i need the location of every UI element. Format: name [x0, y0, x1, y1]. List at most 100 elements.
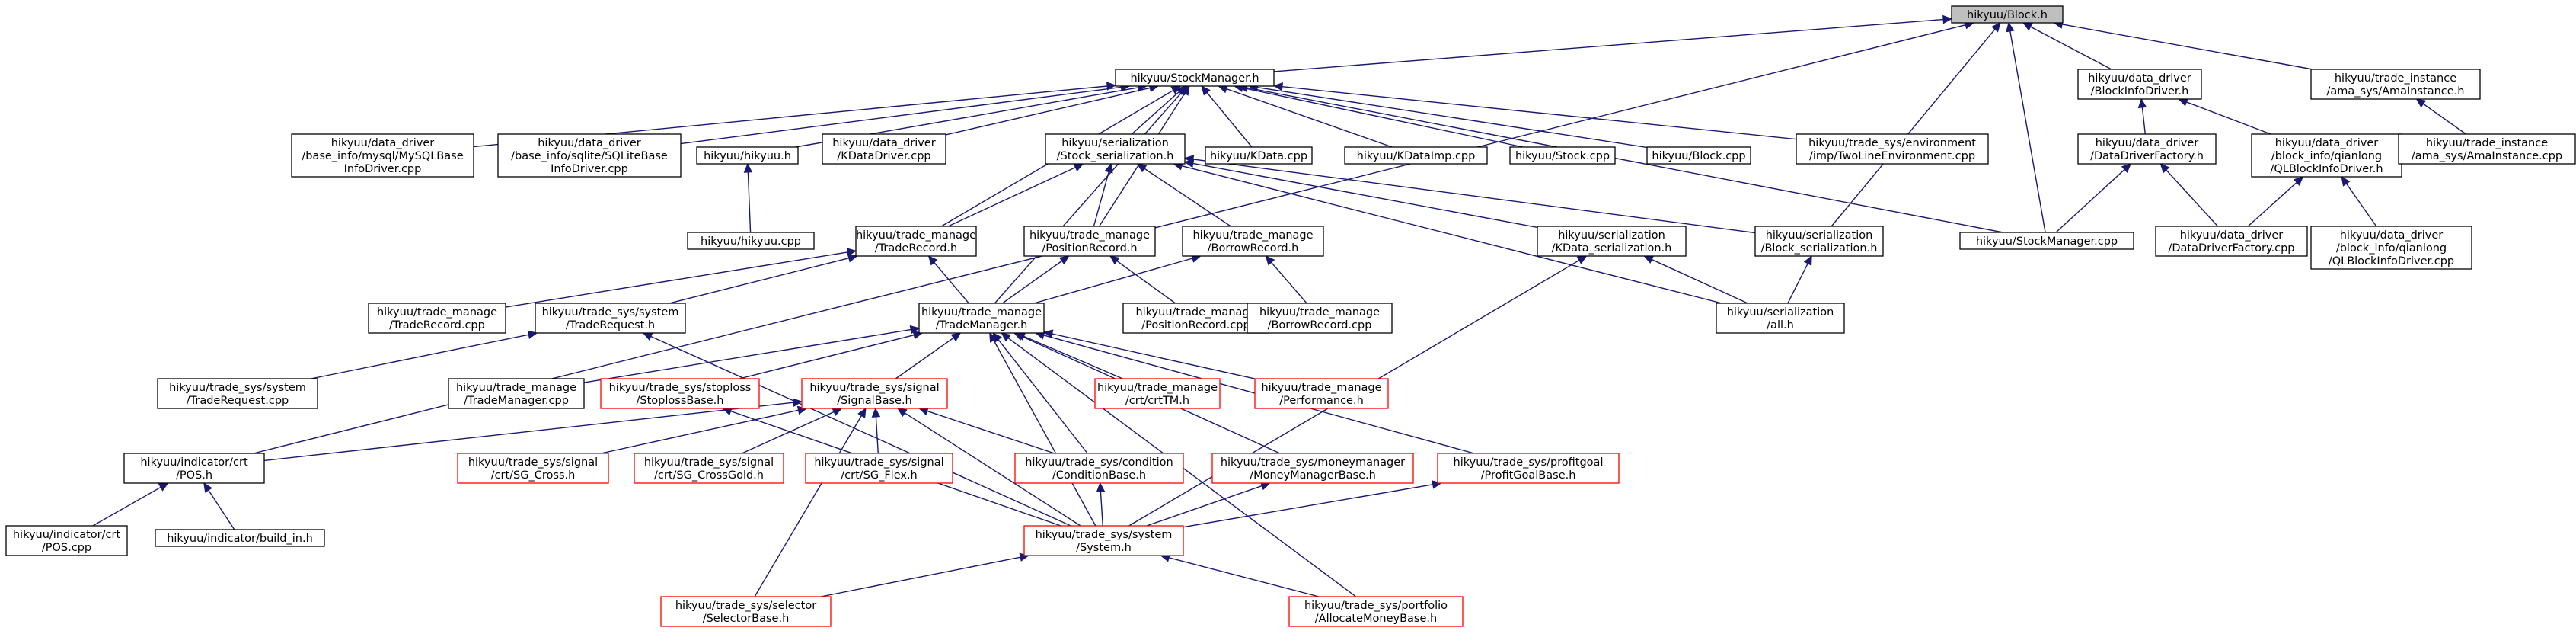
node-trademanager-h[interactable]: hikyuu/trade_manage/TradeManager.h: [918, 303, 1045, 334]
node-traderecord-h[interactable]: hikyuu/trade_manage/TradeRecord.h: [855, 226, 977, 257]
edge-arrowhead: [1106, 82, 1117, 91]
node-box: [1537, 226, 1687, 257]
node-block-serialization-h[interactable]: hikyuu/serialization/Block_serialization…: [1754, 226, 1884, 257]
node-box: [1115, 69, 1275, 87]
node-kdata-cpp[interactable]: hikyuu/KData.cpp: [1205, 146, 1313, 165]
node-box: [2077, 69, 2202, 100]
node-label-line: /block_info/qianlong: [2336, 242, 2447, 255]
node-sqlitebase-cpp[interactable]: hikyuu/data_driver/base_info/sqlite/SQLi…: [497, 133, 682, 178]
edge-arrowhead: [2415, 98, 2427, 108]
node-borrowrecord-h[interactable]: hikyuu/trade_manage/BorrowRecord.h: [1182, 226, 1324, 257]
edge-trademanager_h-to-traderecord_h: [934, 261, 969, 304]
node-mysqlbase-cpp[interactable]: hikyuu/data_driver/base_info/mysql/MySQL…: [291, 133, 474, 178]
node-twoline-cpp[interactable]: hikyuu/trade_sys/environment/imp/TwoLine…: [1796, 133, 1989, 165]
node-borrowrecord-cpp[interactable]: hikyuu/trade_manage/BorrowRecord.cpp: [1247, 303, 1393, 334]
node-box: [157, 378, 318, 409]
node-stock-cpp[interactable]: hikyuu/Stock.cpp: [1509, 146, 1616, 165]
node-box: [535, 303, 686, 334]
node-box: [634, 453, 784, 484]
node-stock-serialization-h[interactable]: hikyuu/serialization/Stock_serialization…: [1045, 133, 1186, 165]
node-kdata-serialization-h[interactable]: hikyuu/serialization/KData_serialization…: [1537, 226, 1687, 257]
node-label-line: hikyuu/Block.cpp: [1652, 150, 1745, 162]
node-box: [5, 525, 128, 556]
node-all-h[interactable]: hikyuu/serialization/all.h: [1716, 303, 1845, 334]
node-label-line: hikyuu/trade_sys/moneymanager: [1221, 456, 1405, 469]
edge-all_h-to-block_serialization_h: [1787, 263, 1808, 304]
node-label-line: hikyuu/trade_sys/condition: [1025, 456, 1173, 469]
node-box: [918, 303, 1045, 334]
node-box: [1796, 133, 1989, 165]
node-positionrecord-h[interactable]: hikyuu/trade_manage/PositionRecord.h: [1023, 226, 1156, 257]
edge-traderequest_h-to-traderecord_h: [669, 258, 849, 304]
edge-arrowhead: [1104, 162, 1113, 174]
node-blockinfodriver-h[interactable]: hikyuu/data_driver/BlockInfoDriver.h: [2077, 69, 2202, 100]
node-hikyuu-cpp[interactable]: hikyuu/hikyuu.cpp: [687, 232, 815, 250]
node-label-line: /all.h: [1767, 319, 1794, 331]
node-profitgoalbase-h[interactable]: hikyuu/trade_sys/profitgoal/ProfitGoalBa…: [1437, 453, 1620, 484]
node-label-line: hikyuu/trade_sys/signal: [809, 382, 939, 394]
node-kdatadriver-cpp[interactable]: hikyuu/data_driver/KDataDriver.cpp: [822, 133, 946, 165]
node-system-h[interactable]: hikyuu/trade_sys/system/System.h: [1023, 525, 1184, 556]
node-allocatemoneybase-h[interactable]: hikyuu/trade_sys/portfolio/AllocateMoney…: [1288, 596, 1464, 627]
node-label-line: /SelectorBase.h: [703, 613, 790, 625]
edge-build_in_h-to-pos_h: [208, 489, 235, 530]
node-traderecord-cpp[interactable]: hikyuu/trade_manage/TradeRecord.cpp: [368, 303, 506, 334]
node-moneymanagerbase-h[interactable]: hikyuu/trade_sys/moneymanager/MoneyManag…: [1211, 453, 1414, 484]
node-selectorbase-h[interactable]: hikyuu/trade_sys/selector/SelectorBase.h: [660, 596, 832, 627]
node-crttm-h[interactable]: hikyuu/trade_manage/crt/crtTM.h: [1094, 378, 1221, 409]
node-block-cpp[interactable]: hikyuu/Block.cpp: [1646, 146, 1751, 165]
node-sg-crossgold-h[interactable]: hikyuu/trade_sys/signal/crt/SG_CrossGold…: [634, 453, 784, 484]
edge-sqlitebase_cpp-to-stockmanager_h: [680, 86, 1122, 145]
node-performance-h[interactable]: hikyuu/trade_manage/Performance.h: [1254, 378, 1389, 409]
node-stoplossbase-h[interactable]: hikyuu/trade_sys/stoploss/StoplossBase.h: [600, 378, 760, 409]
node-box: [497, 133, 682, 178]
node-label-line: hikyuu/serialization: [1727, 306, 1834, 319]
edge-arrowhead: [909, 325, 921, 335]
node-box: [368, 303, 506, 334]
node-kdataimp-cpp[interactable]: hikyuu/KDataImp.cpp: [1344, 146, 1488, 165]
node-pos-cpp[interactable]: hikyuu/indicator/crt/POS.cpp: [5, 525, 128, 556]
edge-arrowhead: [847, 254, 858, 263]
node-trademanager-cpp[interactable]: hikyuu/trade_manage/TradeManager.cpp: [448, 378, 585, 409]
node-label-line: /BorrowRecord.cpp: [1268, 319, 1372, 331]
node-label-line: hikyuu/StockManager.cpp: [1976, 235, 2118, 248]
edge-pos_h-to-signalbase_h: [263, 402, 794, 462]
node-build-in-h[interactable]: hikyuu/indicator/build_in.h: [155, 529, 325, 547]
node-block-h[interactable]: hikyuu/Block.h: [1951, 5, 2064, 24]
edge-qlblockinfodriver_h-to-blockinfodriver_h: [2186, 101, 2271, 135]
node-label-line: hikyuu/trade_manage: [1029, 229, 1150, 242]
edge-arrowhead: [1991, 22, 2001, 33]
node-stockmanager-h[interactable]: hikyuu/StockManager.h: [1115, 69, 1275, 87]
node-qlblockinfodriver-cpp[interactable]: hikyuu/data_driver/block_info/qianlong/Q…: [2310, 226, 2472, 270]
node-label-line: /imp/TwoLineEnvironment.cpp: [1809, 150, 1975, 162]
node-label-line: /DataDriverFactory.cpp: [2168, 242, 2294, 255]
node-label-line: hikyuu/trade_sys/stoploss: [609, 382, 752, 394]
node-label-line: /ConditionBase.h: [1052, 469, 1146, 482]
node-stockmanager-cpp[interactable]: hikyuu/StockManager.cpp: [1959, 232, 2134, 250]
node-label-line: /PositionRecord.cpp: [1141, 319, 1250, 331]
node-label-line: /DataDriverFactory.h: [2090, 150, 2204, 162]
node-pos-h[interactable]: hikyuu/indicator/crt/POS.h: [123, 453, 265, 484]
node-sg-flex-h[interactable]: hikyuu/trade_sys/signal/crt/SG_Flex.h: [805, 453, 953, 484]
node-amainstance-h[interactable]: hikyuu/trade_instance/ama_sys/AmaInstanc…: [2310, 69, 2481, 100]
node-label-line: hikyuu/trade_sys/selector: [675, 600, 816, 612]
node-box: [1951, 5, 2064, 24]
edge-arrowhead: [1272, 82, 1284, 91]
node-hikyuu-h[interactable]: hikyuu/hikyuu.h: [696, 146, 799, 165]
node-label-line: /POS.cpp: [42, 542, 91, 554]
node-traderequest-h[interactable]: hikyuu/trade_sys/system/TradeRequest.h: [535, 303, 686, 334]
edge-selectorbase_h-to-system_h: [820, 556, 1021, 597]
node-traderequest-cpp[interactable]: hikyuu/trade_sys/system/TradeRequest.cpp: [157, 378, 318, 409]
node-box: [2310, 226, 2472, 270]
node-signalbase-h[interactable]: hikyuu/trade_sys/signal/SignalBase.h: [801, 378, 948, 409]
edge-system_h-to-traderequest_h: [650, 335, 1071, 527]
node-conditionbase-h[interactable]: hikyuu/trade_sys/condition/ConditionBase…: [1014, 453, 1184, 484]
node-datadriverfactory-h[interactable]: hikyuu/data_driver/DataDriverFactory.h: [2077, 133, 2217, 165]
node-datadriverfactory-cpp[interactable]: hikyuu/data_driver/DataDriverFactory.cpp: [2155, 226, 2308, 257]
node-qlblockinfodriver-h[interactable]: hikyuu/data_driver/block_info/qianlong/Q…: [2251, 133, 2402, 178]
node-positionrecord-cpp[interactable]: hikyuu/trade_manage/PositionRecord.cpp: [1122, 303, 1269, 334]
node-sg-cross-h[interactable]: hikyuu/trade_sys/signal/crt/SG_Cross.h: [457, 453, 609, 484]
edge-arrowhead: [1109, 255, 1120, 265]
node-amainstance-cpp[interactable]: hikyuu/trade_instance/ama_sys/AmaInstanc…: [2398, 133, 2576, 165]
edge-trademanager_h-to-borrowrecord_h: [1033, 258, 1193, 304]
